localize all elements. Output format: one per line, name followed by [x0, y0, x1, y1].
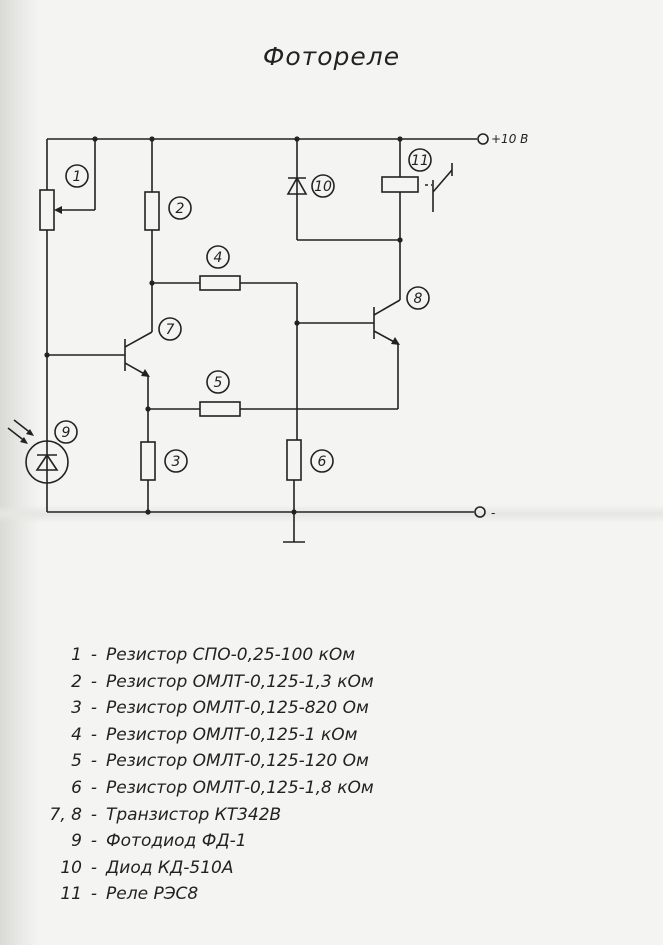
label-d10: 10 [314, 179, 332, 195]
label-pd9: 9 [62, 425, 71, 441]
parts-list-item-text: Реле РЭС8 [106, 884, 199, 905]
parts-list-item-text: Транзистор КТ342В [106, 804, 282, 825]
parts-list-item-text: Резистор СПО-0,25-100 кОм [106, 645, 356, 665]
parts-list-item: 3-Резистор ОМЛТ-0,125-820 Ом [30, 695, 374, 722]
parts-list-item-text: Резистор ОМЛТ-0,125-120 Ом [106, 751, 369, 772]
parts-list-item: 9-Фотодиод ФД-1 [30, 828, 374, 855]
parts-list-item: 10-Диод КД-510А [30, 855, 374, 882]
parts-list-item-separator: - [90, 645, 98, 665]
resistor-r1-potentiometer: 1 [39, 139, 96, 440]
label-r4: 4 [214, 250, 223, 266]
parts-list-item-separator: - [90, 724, 98, 745]
parts-list-item-separator: - [90, 777, 98, 798]
label-r1: 1 [73, 169, 82, 185]
label-r6: 6 [318, 454, 327, 470]
positive-terminal-label: +10 В [491, 132, 528, 146]
parts-list-item-separator: - [90, 751, 98, 772]
resistor-r4: 4 [152, 245, 300, 440]
parts-list-item-text: Резистор ОМЛТ-0,125-1,8 кОм [106, 777, 374, 798]
label-t8: 8 [414, 291, 423, 307]
transistor-8: 8 [297, 286, 430, 409]
relay-11: 11 [381, 139, 453, 300]
parts-list-item-separator: - [90, 671, 98, 692]
parts-list-item-separator: - [90, 804, 98, 825]
parts-list-item: 4-Резистор ОМЛТ-0,125-1 кОм [30, 722, 374, 749]
positive-terminal [477, 133, 489, 145]
parts-list-item-number: 9 [71, 831, 82, 852]
parts-list-item-text: Диод КД-510А [106, 857, 234, 878]
label-r2: 2 [176, 201, 185, 217]
label-r5: 5 [214, 375, 223, 391]
parts-list-item-text: Резистор ОМЛТ-0,125-1 кОм [106, 724, 358, 745]
parts-list-item-text: Резистор ОМЛТ-0,125-820 Ом [106, 698, 369, 719]
parts-list-item-separator: - [90, 698, 98, 719]
parts-list-item: 5-Резистор ОМЛТ-0,125-120 Ом [30, 748, 374, 775]
parts-list-item: 11-Реле РЭС8 [30, 881, 374, 908]
parts-list-item-separator: - [90, 884, 98, 905]
scan-fold-band [0, 505, 663, 523]
label-t7: 7 [166, 322, 175, 338]
negative-terminal-label: - [491, 506, 495, 520]
resistor-r6: 6 [286, 439, 334, 512]
parts-list-item-text: Резистор ОМЛТ-0,125-1,3 кОм [106, 671, 374, 692]
parts-list-item-number: 1 [71, 645, 82, 665]
resistor-r3: 3 [140, 441, 188, 512]
transistor-7: 7 [47, 283, 182, 442]
parts-list-item: 7, 8-Транзистор КТ342В [30, 802, 374, 829]
parts-list-item-number: 7, 8 [49, 804, 82, 825]
resistor-r5: 5 [148, 370, 398, 417]
label-k11: 11 [411, 153, 429, 169]
diagram-title: Фотореле [262, 42, 401, 71]
parts-list-item-number: 3 [71, 698, 82, 719]
positive-rail: +10 В [47, 132, 528, 146]
parts-list-item-number: 11 [60, 884, 82, 905]
photodiode-9: 9 [7, 352, 78, 512]
diode-10: 10 [286, 139, 400, 241]
negative-terminal [474, 506, 486, 518]
parts-list-item: 6-Резистор ОМЛТ-0,125-1,8 кОм [30, 775, 374, 802]
parts-list-item-number: 2 [71, 671, 82, 692]
parts-list-item-number: 6 [71, 777, 82, 798]
parts-list-item-separator: - [90, 857, 98, 878]
parts-list-item-number: 5 [71, 751, 82, 772]
parts-list-item: 2-Резистор ОМЛТ-0,125-1,3 кОм [30, 669, 374, 696]
parts-list-item-text: Фотодиод ФД-1 [106, 831, 247, 852]
parts-list-item: 1-Резистор СПО-0,25-100 кОм [30, 642, 374, 669]
ground-rail: - [47, 506, 495, 543]
parts-list-item-number: 4 [71, 724, 82, 745]
label-r3: 3 [172, 454, 181, 470]
parts-list-item-separator: - [90, 831, 98, 852]
parts-list-item-number: 10 [60, 857, 82, 878]
scan-shadow [0, 0, 40, 945]
resistor-r2: 2 [144, 139, 192, 283]
